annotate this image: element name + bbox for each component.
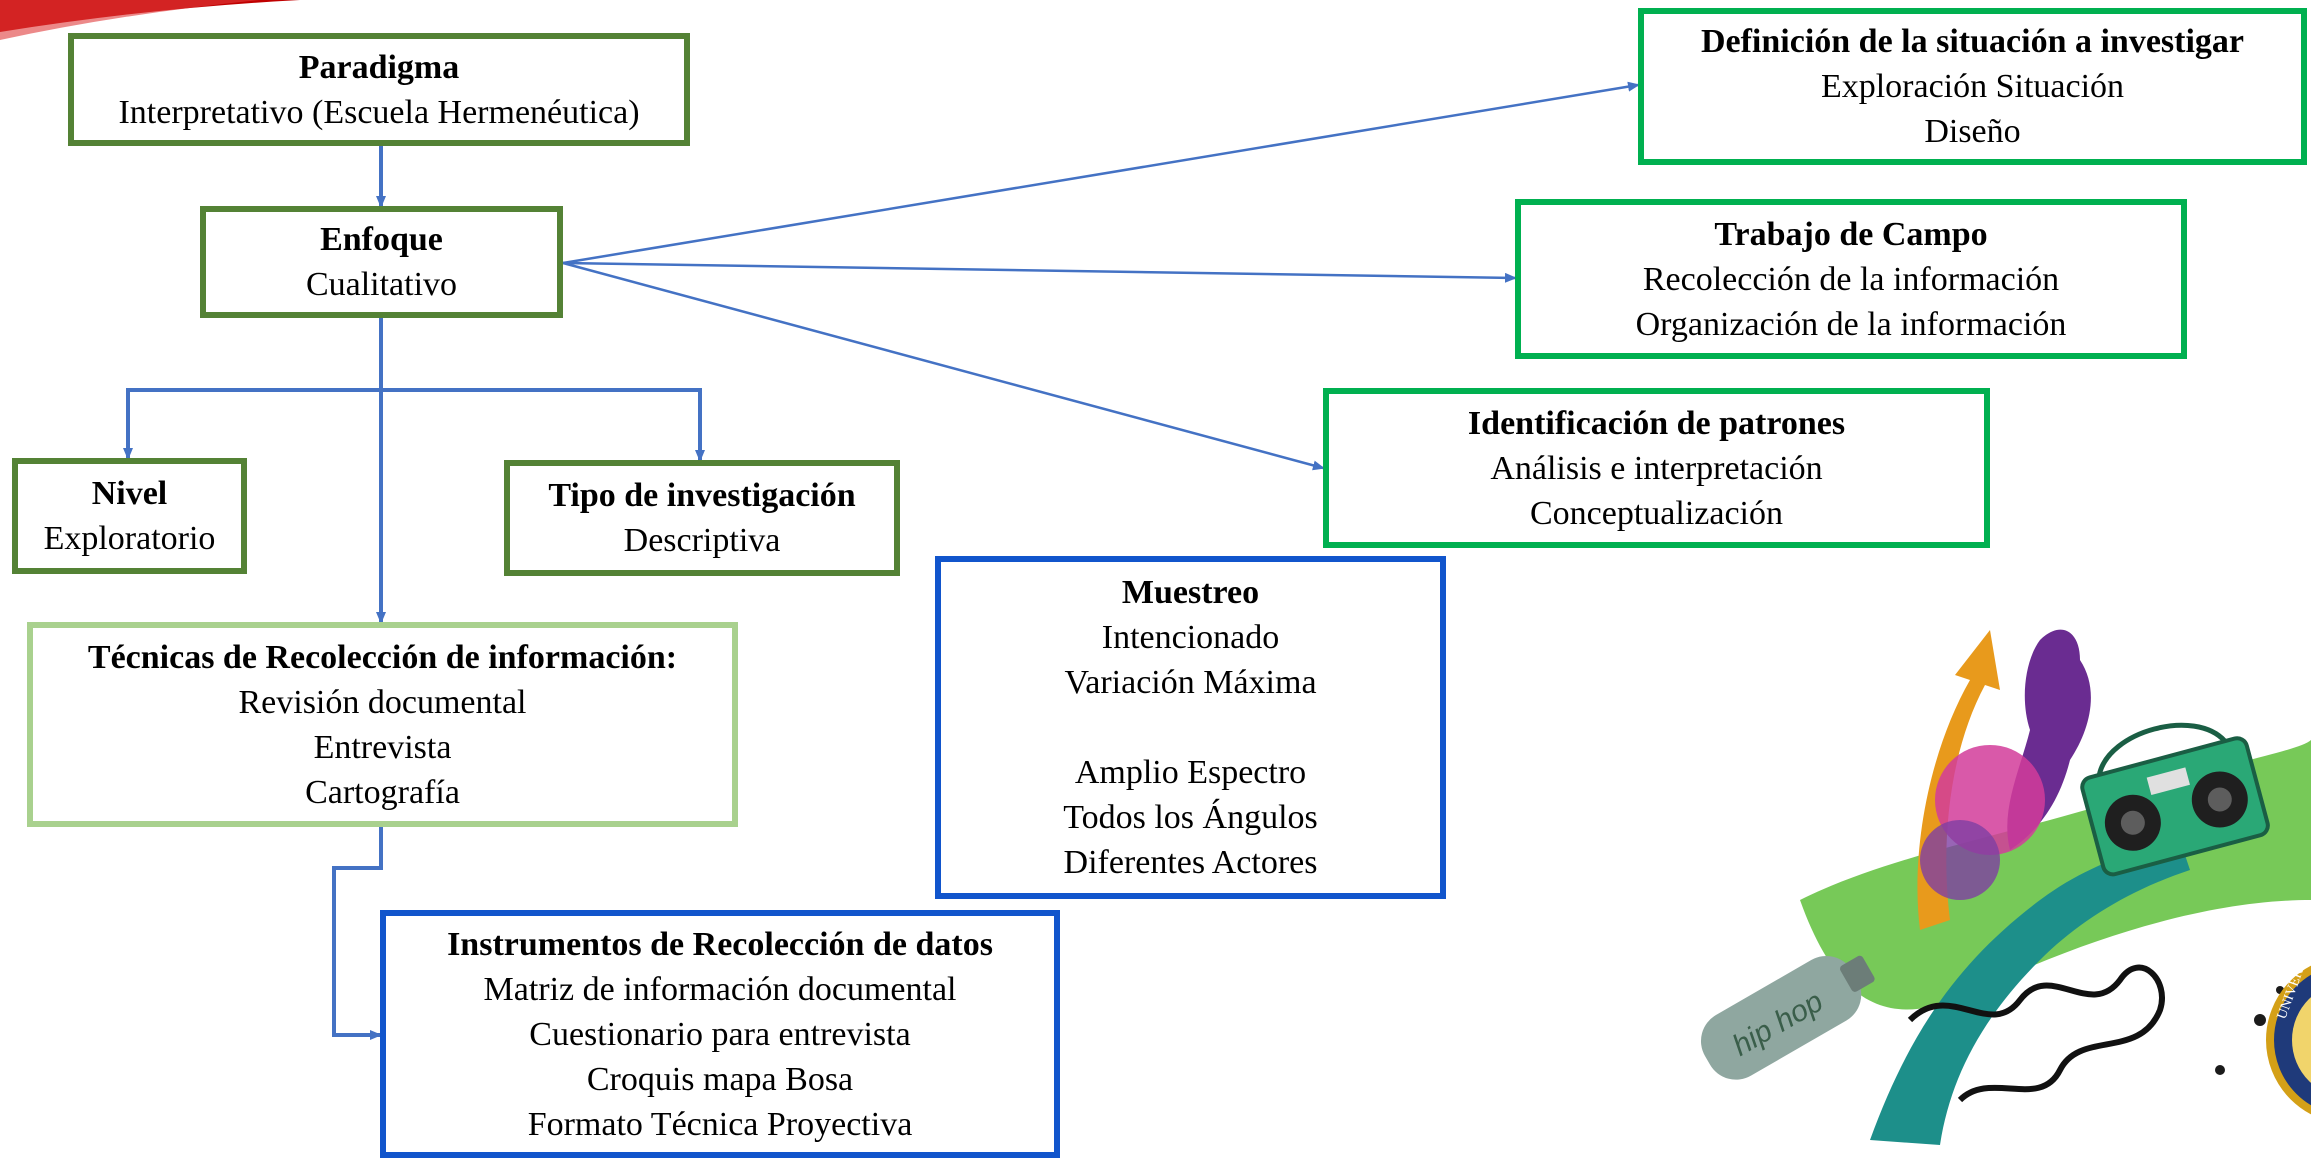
node-enfoque: Enfoque Cualitativo: [200, 206, 563, 318]
node-tipo-investigacion: Tipo de investigación Descriptiva: [504, 460, 900, 576]
connector-enfoque-tipo: [381, 388, 705, 462]
node-nivel-line: Exploratorio: [43, 520, 216, 557]
node-paradigma-line: Interpretativo (Escuela Hermenéutica): [118, 93, 640, 131]
node-instrumentos-line-3: Croquis mapa Bosa: [586, 1060, 854, 1098]
node-tecnicas-line-1: Revisión documental: [238, 683, 527, 721]
node-trabajo-line-1: Recolección de la información: [1642, 260, 2060, 298]
purple-splash-shape: [1920, 820, 2000, 900]
red-swoosh-decoration: [0, 0, 300, 40]
node-muestreo-line-1: Intencionado: [1101, 619, 1280, 656]
node-tecnicas-line-2: Entrevista: [313, 728, 452, 766]
node-muestreo-line-6: Diferentes Actores: [1063, 844, 1318, 881]
connector-enfoque-nivel: [123, 388, 381, 460]
node-muestreo-line-2: Variación Máxima: [1064, 664, 1317, 701]
node-identificacion-patrones: Identificación de patrones Análisis e in…: [1323, 388, 1990, 548]
connector-enfoque-definicion: [562, 81, 1640, 265]
node-definicion-line-1: Exploración Situación: [1820, 68, 2125, 105]
connector-tecnicas-instrumentos: [332, 827, 383, 1040]
node-muestreo-title: Muestreo: [1121, 574, 1260, 611]
node-instrumentos-recoleccion: Instrumentos de Recolección de datos Mat…: [380, 910, 1060, 1158]
node-tecnicas-title: Técnicas de Recolección de información:: [87, 638, 678, 676]
node-muestreo-line-4: Amplio Espectro: [1074, 754, 1307, 791]
boombox-icon: [2080, 722, 2270, 877]
node-identificacion-title: Identificación de patrones: [1467, 404, 1846, 442]
scribble-shape: [1907, 964, 2165, 1103]
node-nivel-title: Nivel: [91, 475, 168, 512]
node-trabajo-campo: Trabajo de Campo Recolección de la infor…: [1515, 199, 2187, 359]
node-enfoque-line: Cualitativo: [305, 266, 458, 303]
node-trabajo-line-2: Organización de la información: [1635, 305, 2067, 343]
node-nivel: Nivel Exploratorio: [12, 458, 247, 574]
node-paradigma-title: Paradigma: [298, 48, 460, 86]
hip-hop-art-illustration: hip hop UNIVERSIDAD COL: [1700, 629, 2311, 1145]
node-muestreo: Muestreo Intencionado Variación Máxima A…: [935, 556, 1446, 899]
node-instrumentos-line-4: Formato Técnica Proyectiva: [527, 1105, 913, 1143]
spray-can-icon: hip hop: [1700, 955, 1875, 1080]
node-definicion-line-2: Diseño: [1924, 113, 2021, 150]
connector-enfoque-identificacion: [562, 261, 1325, 471]
node-trabajo-title: Trabajo de Campo: [1714, 215, 1988, 253]
node-tecnicas-line-3: Cartografía: [305, 773, 460, 811]
university-seal-icon: UNIVERSIDAD COL: [2266, 897, 2311, 1115]
node-instrumentos-line-1: Matriz de información documental: [483, 970, 957, 1008]
splatter-dot: [2254, 1014, 2266, 1026]
node-identificacion-line-2: Conceptualización: [1529, 494, 1783, 532]
node-tipo-line: Descriptiva: [623, 522, 781, 559]
node-enfoque-title: Enfoque: [320, 221, 443, 258]
node-instrumentos-line-2: Cuestionario para entrevista: [529, 1015, 911, 1053]
node-paradigma: Paradigma Interpretativo (Escuela Hermen…: [68, 33, 690, 146]
node-instrumentos-title: Instrumentos de Recolección de datos: [447, 925, 993, 963]
teal-ribbon-shape: [1870, 840, 2190, 1145]
connector-enfoque-trabajo: [562, 261, 1517, 283]
node-tecnicas-recoleccion: Técnicas de Recolección de información: …: [27, 622, 738, 827]
splatter-dot: [2215, 1065, 2225, 1075]
node-muestreo-line-5: Todos los Ángulos: [1063, 799, 1318, 836]
node-definicion-situacion: Definición de la situación a investigar …: [1638, 8, 2307, 165]
node-tipo-title: Tipo de investigación: [548, 477, 856, 514]
node-identificacion-line-1: Análisis e interpretación: [1490, 449, 1823, 487]
node-definicion-title: Definición de la situación a investigar: [1700, 23, 2245, 60]
